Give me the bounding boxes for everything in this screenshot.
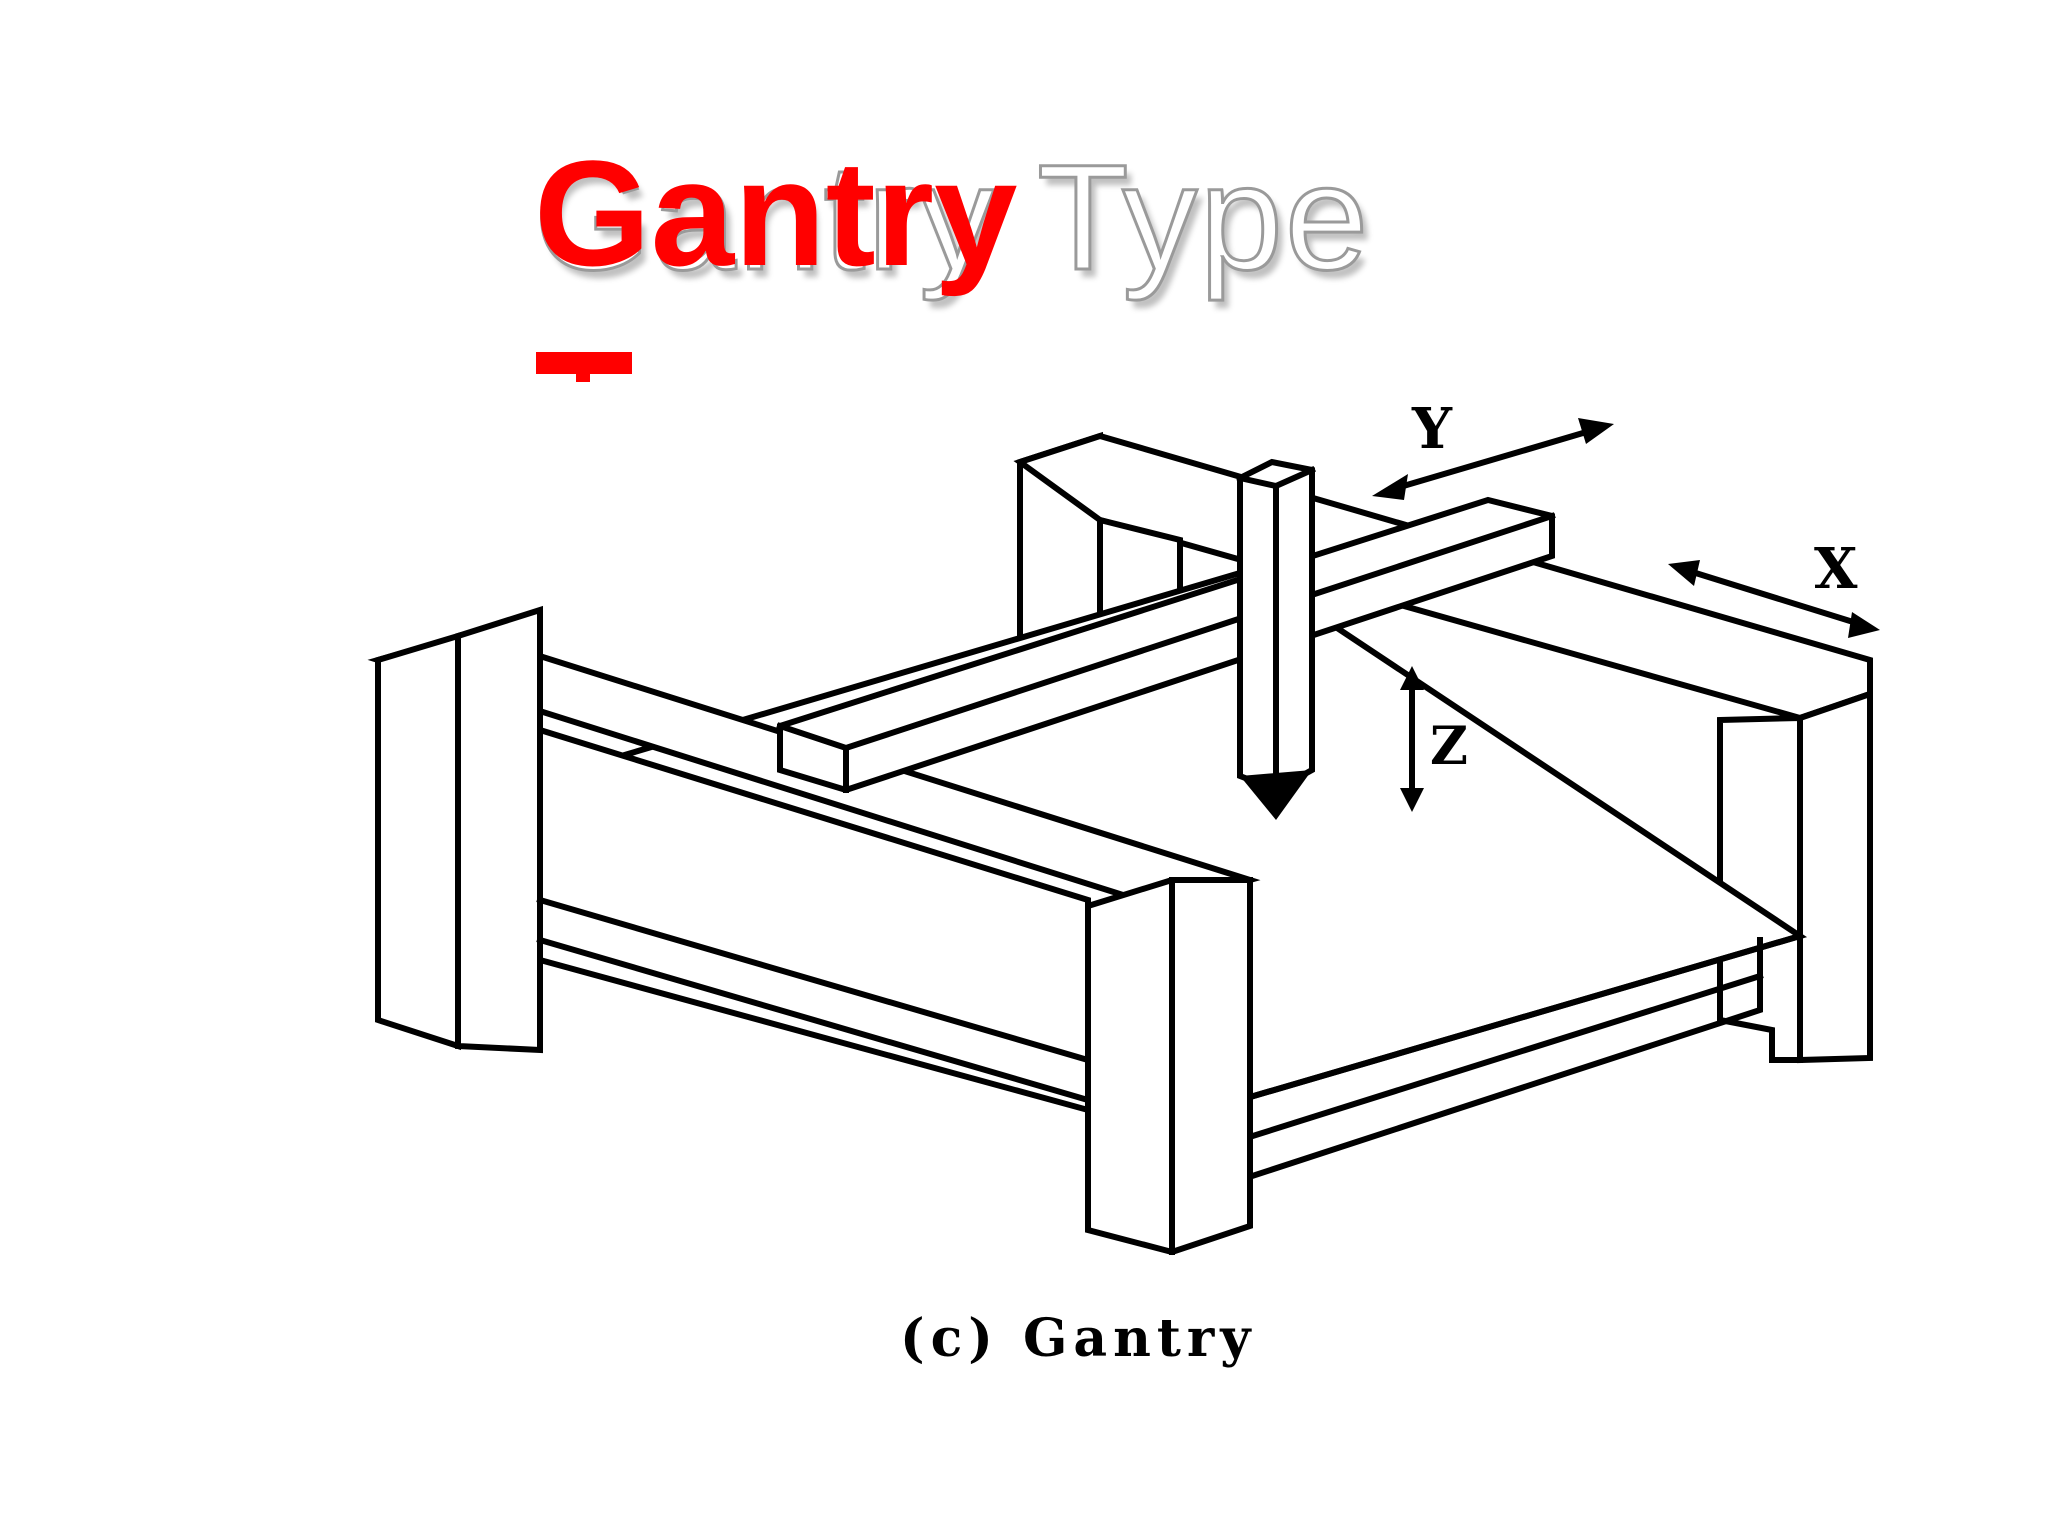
cross-beam [776,496,1556,794]
title-accent-mark [536,352,632,382]
diagram-caption: (c) Gantry [900,1308,1257,1369]
front-frame [367,605,1261,1256]
axis-label-z: Z [1430,716,1468,777]
slide-title-shadow: Gantry Type [532,133,1371,301]
axis-arrows [1372,418,1880,812]
axis-label-y: Y [1411,396,1453,462]
spindle [1236,458,1316,820]
axis-label-x: X [1814,536,1858,602]
slide-title: Gantry [534,129,1018,297]
